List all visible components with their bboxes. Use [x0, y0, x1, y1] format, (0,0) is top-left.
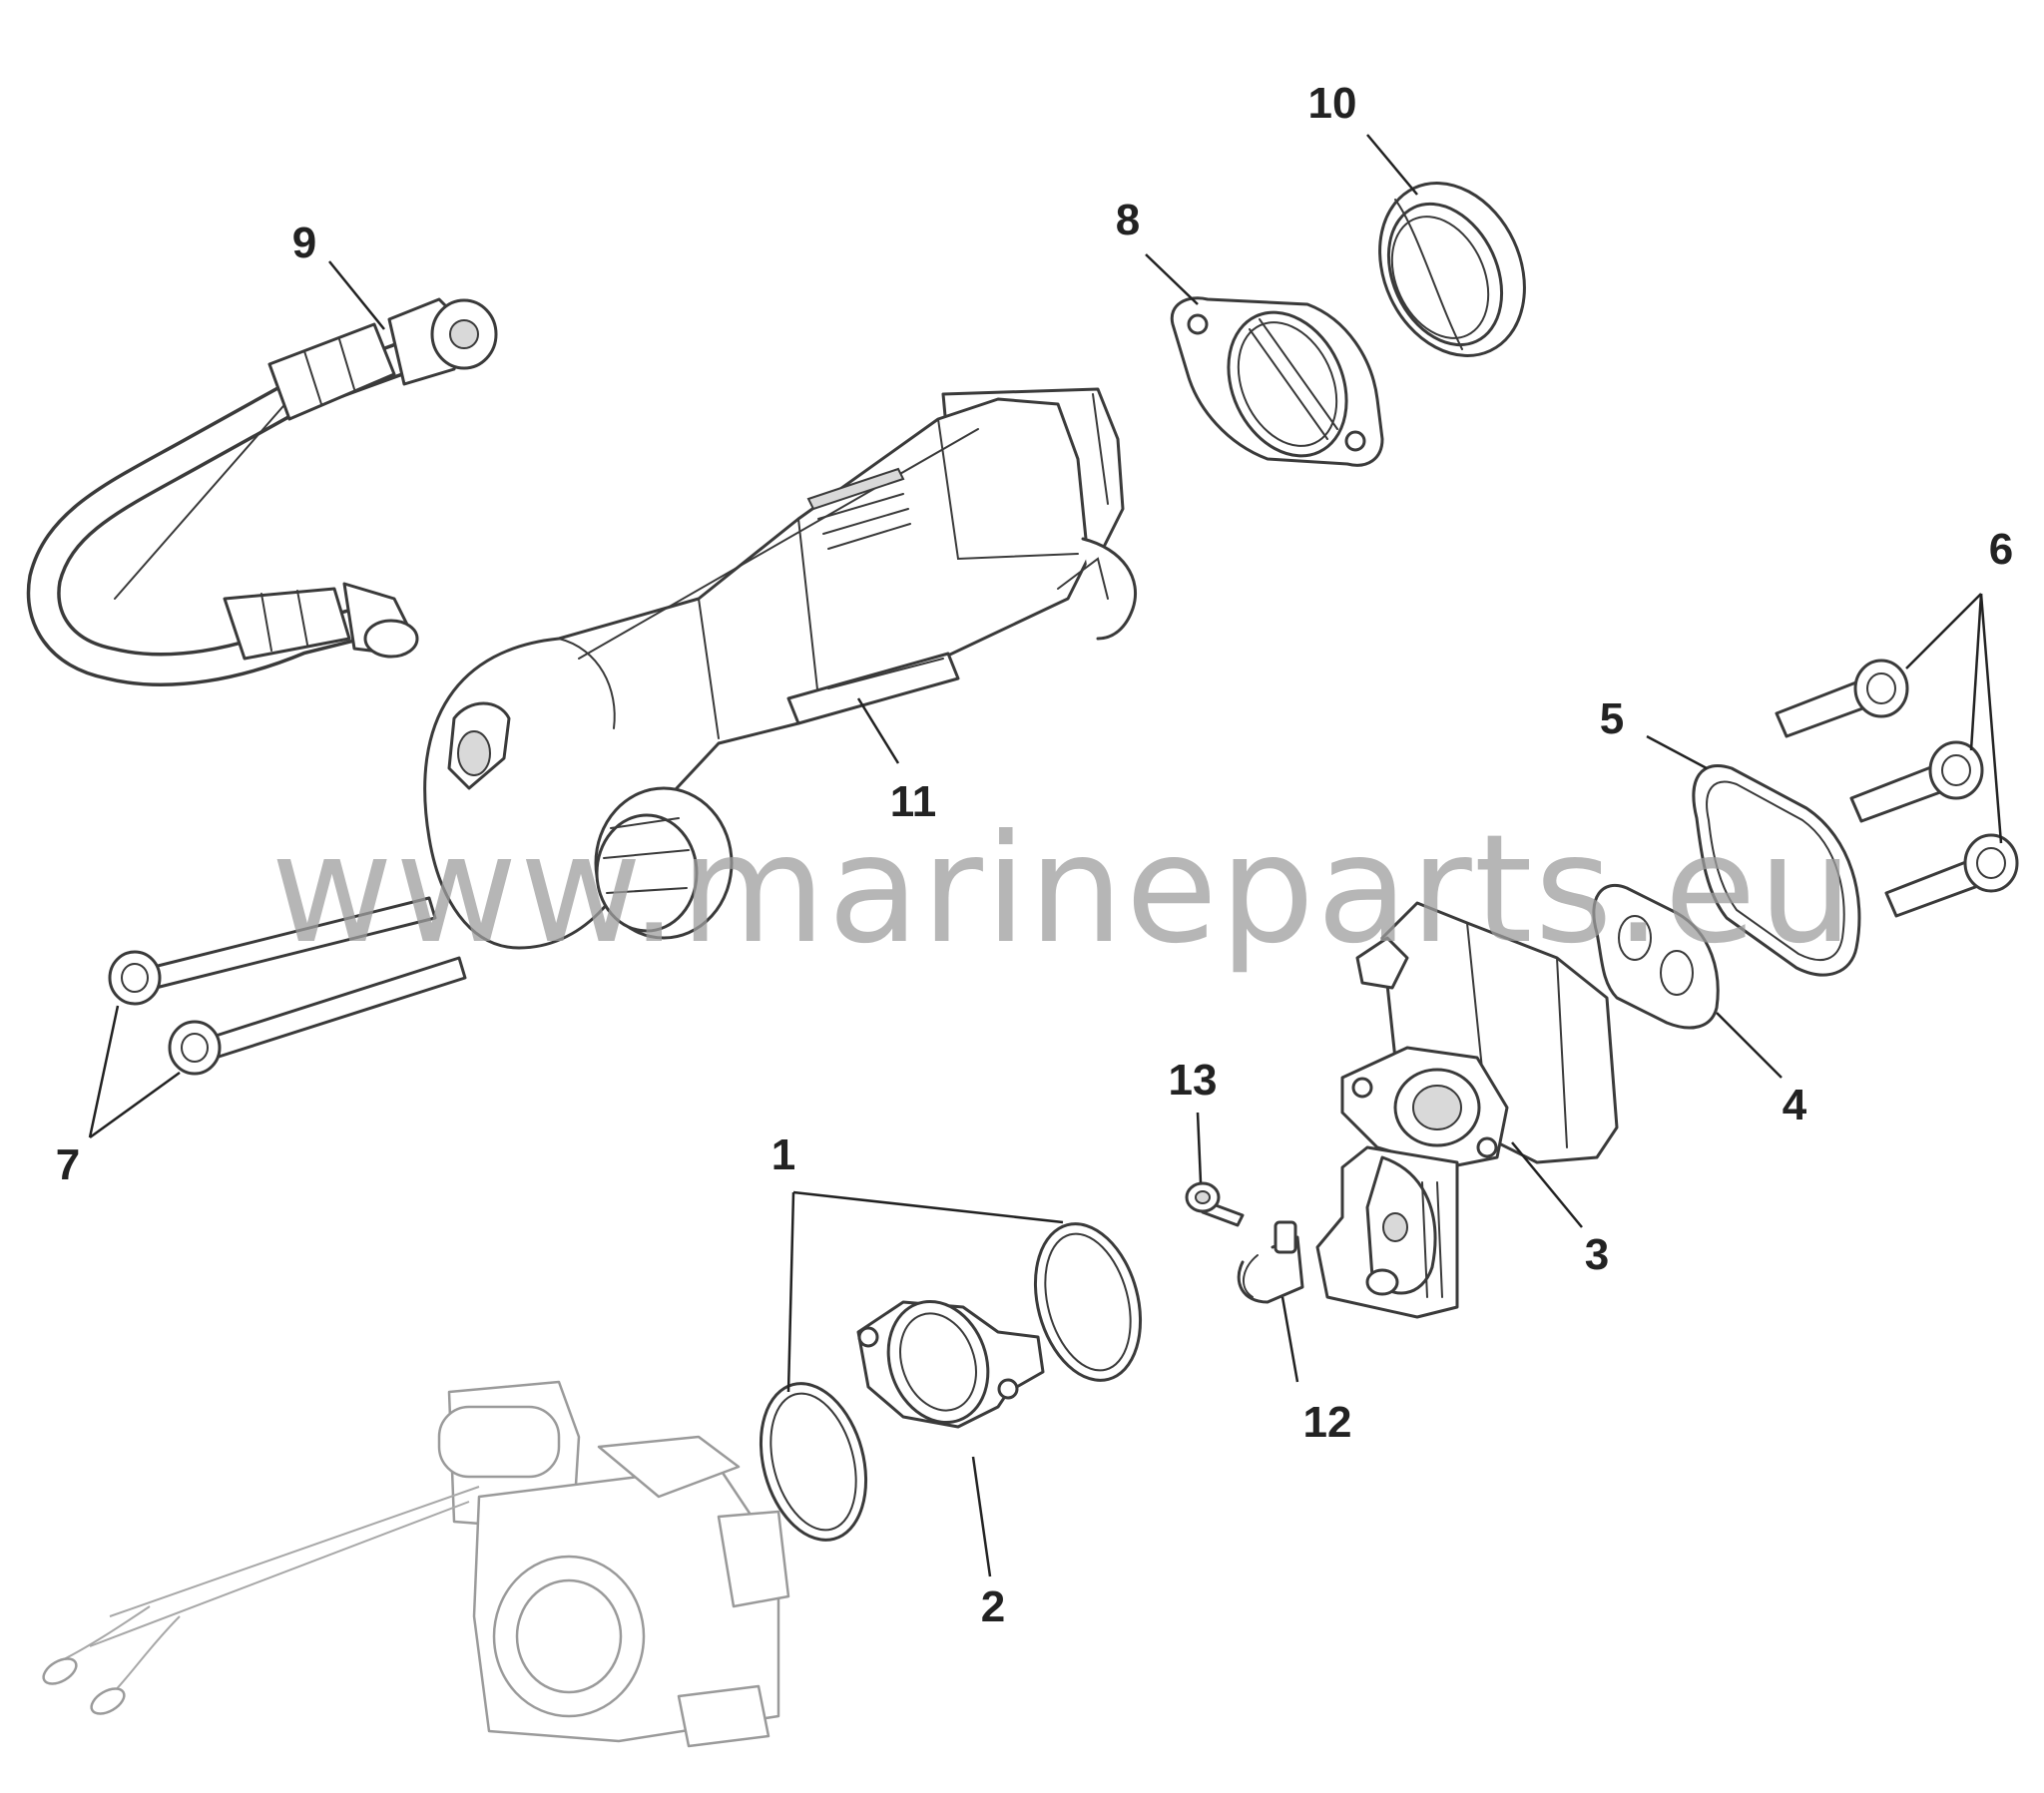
part-4-gasket	[1592, 883, 1720, 1030]
part-2-adapter	[856, 1299, 1045, 1429]
part-6-bolts	[1775, 659, 2019, 918]
callout-7: 7	[56, 1140, 80, 1189]
callout-labels: 1 2 3 4 5 6 7 8 9 10 11 12 13	[56, 79, 2013, 1631]
part-1-o-rings	[759, 1222, 1143, 1542]
part-8-flange	[1170, 296, 1384, 467]
part-13-screw	[1185, 1181, 1245, 1227]
part-7-long-bolts	[108, 896, 467, 1076]
bolt-7-a	[108, 896, 437, 1006]
part-5-o-ring	[1692, 764, 1861, 977]
callout-11: 11	[890, 777, 937, 826]
part-10-seal-ring	[1378, 182, 1526, 357]
callout-1: 1	[771, 1130, 795, 1179]
callout-3: 3	[1585, 1230, 1609, 1279]
watermark-text: www.marineparts.eu	[270, 803, 1855, 977]
bolt-7-b	[168, 956, 467, 1076]
callout-10: 10	[1308, 79, 1357, 128]
callout-13: 13	[1169, 1056, 1218, 1105]
callout-5: 5	[1600, 694, 1624, 743]
callout-9: 9	[292, 219, 316, 267]
bolt-6-a	[1775, 659, 1909, 738]
part-11-intake-silencer	[423, 387, 1138, 950]
carburetor-ghost	[42, 1380, 790, 1748]
callout-6: 6	[1989, 525, 2013, 574]
part-3-intake-body	[1315, 901, 1619, 1319]
bolt-6-c	[1884, 833, 2019, 918]
bolt-6-b	[1849, 740, 1984, 823]
leader-lines	[88, 134, 2003, 1577]
callout-8: 8	[1116, 196, 1140, 244]
part-12-clip	[1237, 1220, 1304, 1304]
callout-12: 12	[1303, 1398, 1352, 1447]
callout-2: 2	[981, 1582, 1005, 1631]
callout-4: 4	[1783, 1081, 1807, 1129]
part-9-fuel-hose	[26, 297, 498, 686]
